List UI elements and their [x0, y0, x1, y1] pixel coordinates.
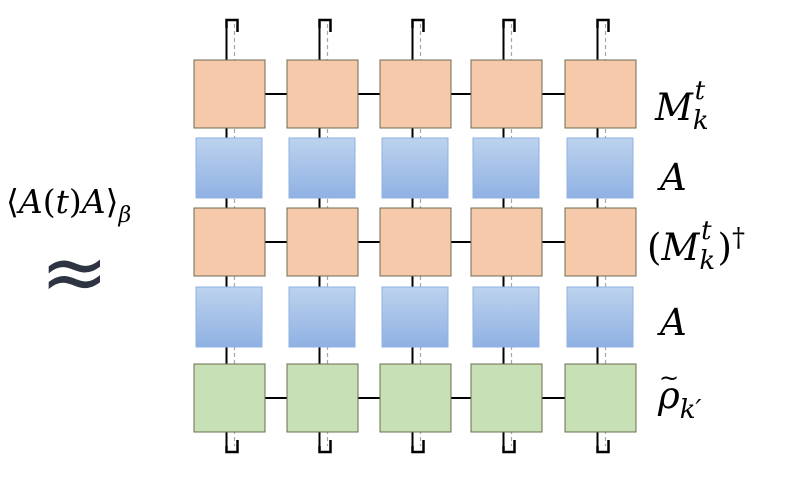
a-operator-r2-c2: [288, 137, 356, 199]
top-cap-3: [411, 18, 425, 32]
time-argument: t: [56, 182, 70, 221]
bottom-cap-3: [411, 440, 425, 454]
label-row-a-lower: A: [657, 301, 687, 344]
m-tensor-r1-c2: [286, 59, 359, 129]
m-dagger-tensor-r3-c3: [379, 207, 452, 277]
approx-symbol: ≈: [40, 225, 109, 320]
svg-text:~: ~: [659, 364, 679, 392]
label-row-a-upper: A: [657, 156, 687, 199]
a-operator-r4-c2: [288, 286, 356, 348]
top-cap-1: [225, 18, 239, 32]
rho-tensor-r5-c3: [379, 363, 452, 433]
a-operator-r4-c1: [195, 286, 263, 348]
rho-tensor-r5-c2: [286, 363, 359, 433]
top-cap-2: [318, 18, 332, 32]
m-dagger-tensor-r3-c4: [470, 207, 543, 277]
m-tensor-r1-c5: [564, 59, 637, 129]
row-labels: Mkt A (Mkt)† A ρk′ ~: [647, 76, 745, 425]
a-operator-r4-c5: [566, 286, 634, 348]
label-row-rho: ρk′ ~: [657, 364, 702, 425]
bottom-cap-2: [318, 440, 332, 454]
virtual-bonds: [265, 93, 565, 399]
tensor-grid: [193, 59, 637, 433]
m-dagger-tensor-r3-c5: [564, 207, 637, 277]
m-tensor-r1-c1: [193, 59, 266, 129]
svg-text:ρk′: ρk′: [657, 374, 702, 425]
rhs-operator: A: [79, 182, 106, 221]
a-operator-r2-c1: [195, 137, 263, 199]
top-cap-4: [502, 18, 516, 32]
correlator-expression: ⟨A(t)A⟩β ≈: [6, 182, 131, 320]
bottom-cap-1: [225, 440, 239, 454]
top-cap-5: [596, 18, 610, 32]
rho-tensor-r5-c1: [193, 363, 266, 433]
m-dagger-tensor-r3-c1: [193, 207, 266, 277]
a-operator-r2-c4: [472, 137, 540, 199]
leg-end-caps: [225, 18, 610, 454]
label-row-m-dagger: (Mkt)†: [647, 216, 745, 276]
a-operator-r4-c4: [472, 286, 540, 348]
a-operator-r2-c3: [381, 137, 449, 199]
label-row-m: Mkt: [654, 76, 709, 136]
rho-tensor-r5-c5: [564, 363, 637, 433]
svg-text:⟨A(t)A⟩β: ⟨A(t)A⟩β: [6, 182, 131, 228]
lhs-operator: A: [16, 182, 43, 221]
rho-tensor-r5-c4: [470, 363, 543, 433]
m-tensor-r1-c4: [470, 59, 543, 129]
m-dagger-tensor-r3-c2: [286, 207, 359, 277]
bottom-cap-5: [596, 440, 610, 454]
m-tensor-r1-c3: [379, 59, 452, 129]
a-operator-r2-c5: [566, 137, 634, 199]
beta-subscript: β: [117, 203, 131, 228]
bottom-cap-4: [502, 440, 516, 454]
a-operator-r4-c3: [381, 286, 449, 348]
